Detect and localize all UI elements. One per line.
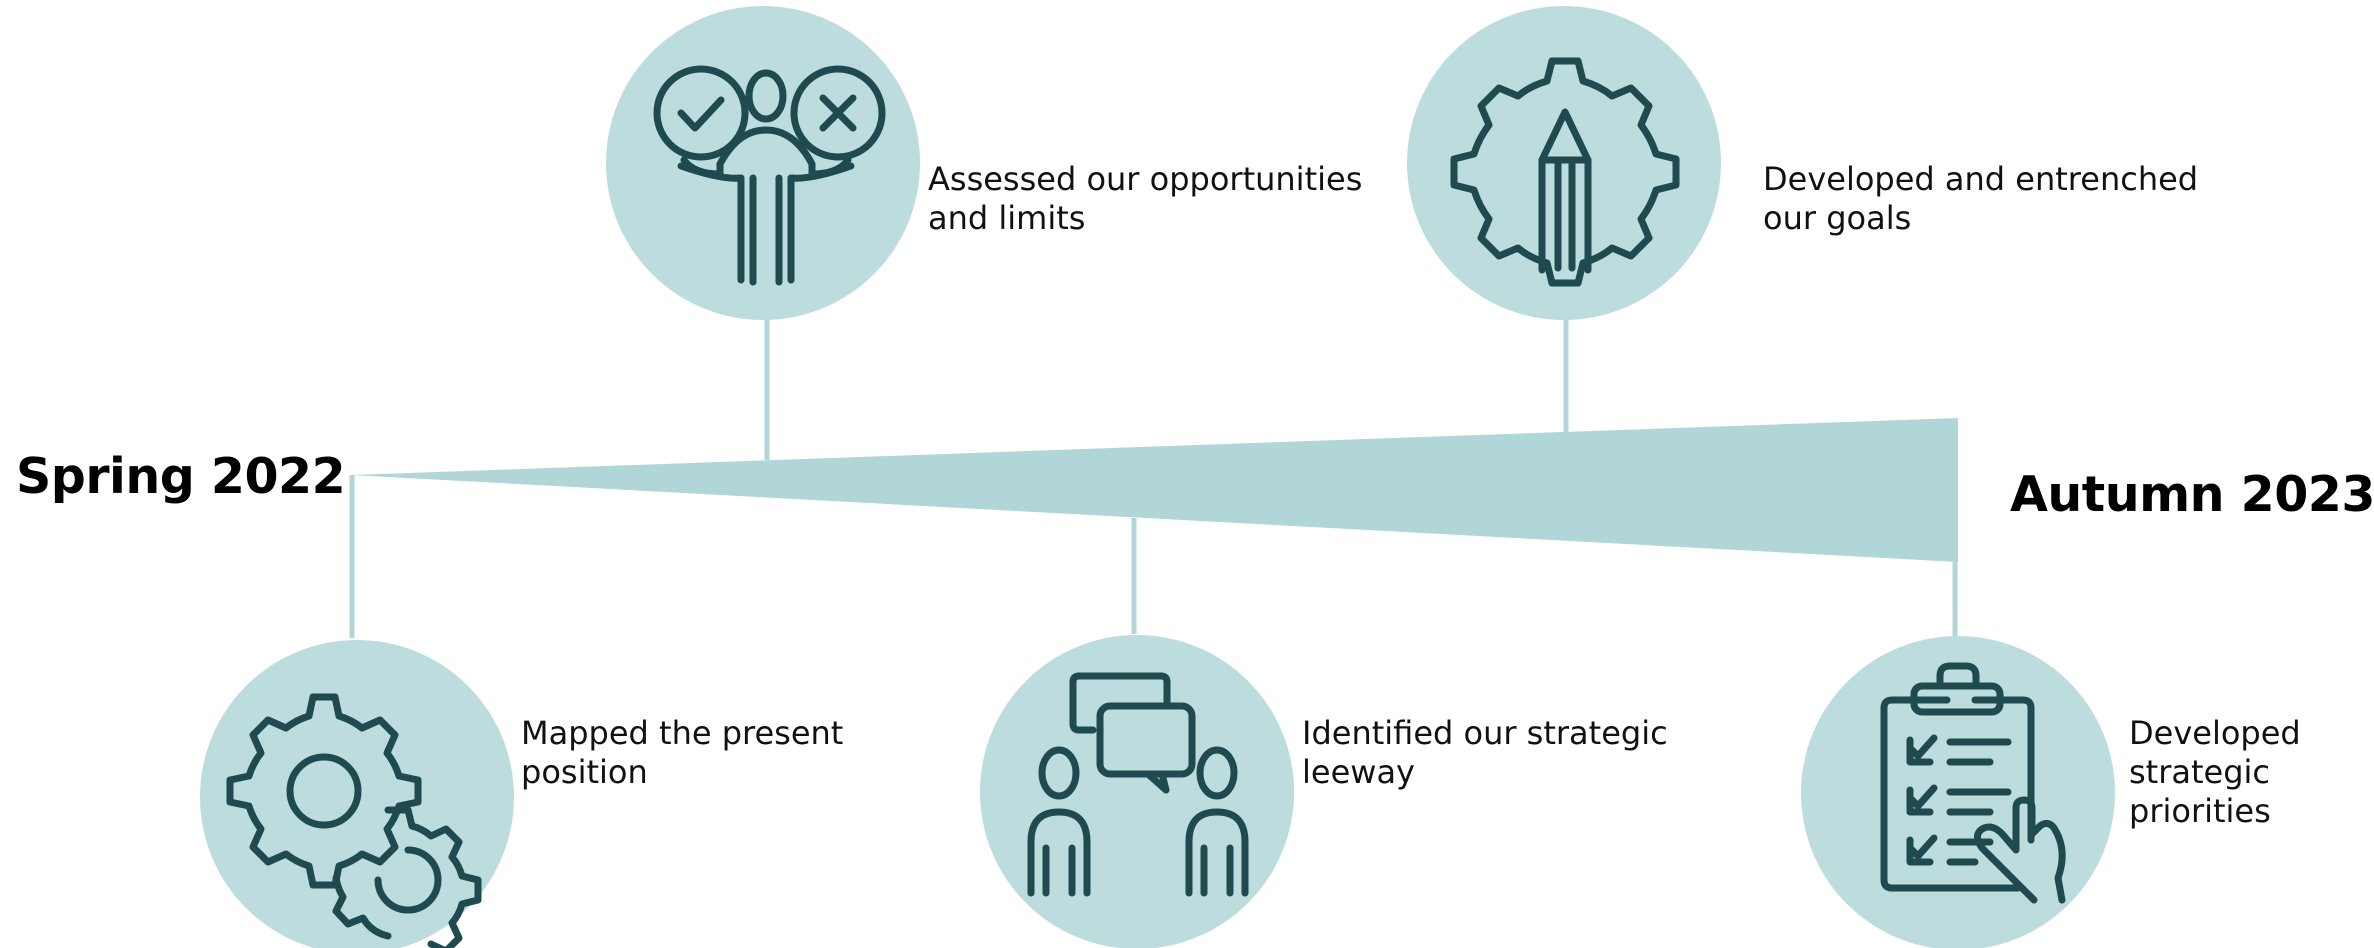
- start-date-label: Spring 2022: [16, 448, 346, 505]
- step-label-goals: Developed and entrenched our goals: [1763, 160, 2198, 238]
- gear-pencil-icon: [1450, 57, 1680, 287]
- step-label-priorities: Developed strategic priorities: [2129, 714, 2301, 831]
- step-circle: [980, 635, 1294, 948]
- step-label-line: Mapped the present: [521, 714, 844, 752]
- step-label-line: and limits: [928, 199, 1086, 237]
- step-label-line: Identified our strategic: [1302, 714, 1668, 752]
- step-label-line: Developed: [2129, 714, 2301, 752]
- step-label-line: position: [521, 753, 648, 791]
- end-date-label: Autumn 2023: [2010, 466, 2374, 523]
- connector-lines: [349, 318, 1958, 638]
- step-label-line: our goals: [1763, 199, 1912, 237]
- step-label-line: leeway: [1302, 753, 1415, 791]
- step-label-line: Assessed our opportunities: [928, 160, 1363, 198]
- clipboard-checklist-icon: [1880, 662, 2066, 904]
- gears-icon: [226, 693, 482, 948]
- step-label-line: Developed and entrenched: [1763, 160, 2199, 198]
- step-label-leeway: Identified our strategic leeway: [1302, 714, 1668, 792]
- step-label-assessed: Assessed our opportunities and limits: [928, 160, 1362, 238]
- step-label-line: strategic: [2129, 753, 2271, 791]
- step-label-mapped: Mapped the present position: [521, 714, 843, 792]
- step-circle: [606, 6, 920, 320]
- balance-choice-icon: [653, 65, 886, 286]
- step-label-line: priorities: [2129, 792, 2271, 830]
- discussion-icon: [1027, 672, 1249, 897]
- timeline-wedge: [352, 418, 1958, 562]
